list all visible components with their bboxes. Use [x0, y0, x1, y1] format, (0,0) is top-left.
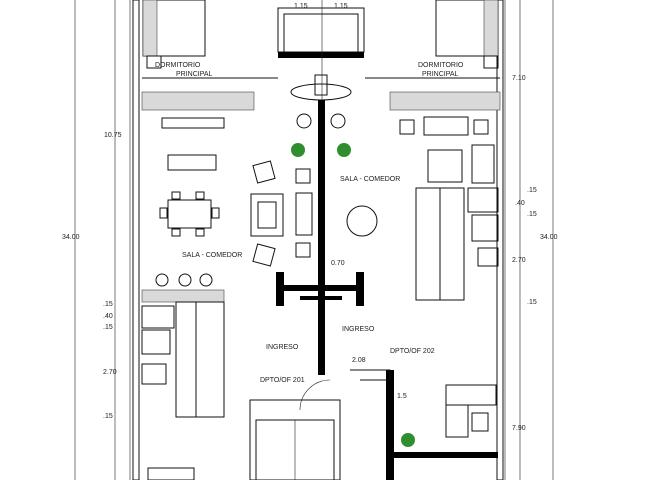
center-shaft — [278, 52, 364, 375]
door-height-dim: 1.5 — [397, 393, 407, 400]
upper-wall-band — [141, 77, 501, 111]
right-total-dim: 34.00 — [540, 234, 558, 241]
right-kitchen — [415, 187, 499, 301]
right-top-dim: 7.10 — [512, 75, 526, 82]
left-dim-d: 2.70 — [103, 369, 117, 376]
exterior-walls — [132, 0, 504, 480]
left-bedroom-label-1: DORMITORIO — [155, 62, 201, 69]
plant-icons — [291, 143, 415, 447]
left-dim-c: .15 — [103, 324, 113, 331]
left-dim-a: .15 — [103, 301, 113, 308]
right-dim-a: .15 — [527, 187, 537, 194]
left-bed — [142, 0, 206, 69]
bottom-left-furniture — [147, 467, 195, 480]
left-kitchen — [141, 273, 225, 418]
left-total-dim: 34.00 — [62, 234, 80, 241]
top-sofa — [277, 7, 365, 53]
outer-dimension-lines — [74, 0, 554, 480]
top-dim-right: 1.15 — [334, 3, 348, 10]
lower-right-room — [299, 369, 498, 480]
right-dim-d: .15 — [527, 299, 537, 306]
left-living-furniture — [159, 0, 323, 267]
left-living-label: SALA - COMEDOR — [182, 252, 242, 259]
right-living-label: SALA - COMEDOR — [340, 176, 400, 183]
right-living-furniture — [346, 116, 495, 237]
right-mid-dim: 2.70 — [512, 257, 526, 264]
right-bottom-dim: 7.90 — [512, 425, 526, 432]
unit-202-label: DPTO/OF 202 — [390, 348, 435, 355]
unit-201-label: DPTO/OF 201 — [260, 377, 305, 384]
right-dim-b: .40 — [515, 200, 525, 207]
right-bed — [435, 0, 499, 69]
right-dim-c: .15 — [527, 211, 537, 218]
right-bedroom-label-2: PRINCIPAL — [422, 71, 459, 78]
lower-left-stair — [249, 399, 341, 480]
left-entry-label: INGRESO — [266, 344, 299, 351]
left-bedroom-label-2: PRINCIPAL — [176, 71, 213, 78]
right-entry-label: INGRESO — [342, 326, 375, 333]
top-dim-left: 1.15 — [294, 3, 308, 10]
center-partition — [276, 272, 364, 306]
corridor-dim: 2.08 — [352, 357, 366, 364]
left-dim-e: .15 — [103, 413, 113, 420]
left-dim-b: .40 — [103, 313, 113, 320]
left-height-dim: 10.75 — [104, 132, 122, 139]
center-small-dim: 0.70 — [331, 260, 345, 267]
right-bedroom-label-1: DORMITORIO — [418, 62, 464, 69]
